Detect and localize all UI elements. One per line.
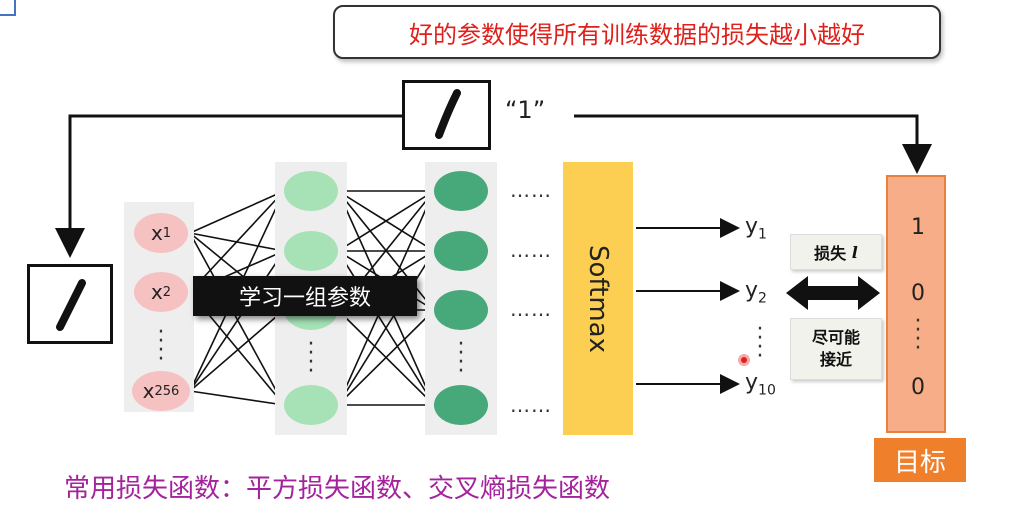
hidden2-node <box>434 171 488 211</box>
arrow-to-target <box>574 114 932 174</box>
softmax-block: Softmax <box>563 162 633 435</box>
closeness-note: 尽可能 接近 <box>790 318 882 380</box>
target-label: 目标 <box>874 438 966 482</box>
output-label: y1 <box>745 214 767 243</box>
input-node-sub: 1 <box>162 225 172 241</box>
hidden2-node <box>434 290 488 330</box>
hidden2-vertical-ellipsis: ···· <box>457 332 465 384</box>
top-note: 好的参数使得所有训练数据的损失越小越好 <box>333 5 941 59</box>
sample-label: “1” <box>505 96 546 124</box>
input-digit-image <box>27 264 113 344</box>
top-digit-image <box>402 80 491 150</box>
hidden1-node <box>284 385 338 425</box>
double-arrow-icon <box>786 276 880 310</box>
input-vertical-ellipsis: ···· <box>157 320 165 372</box>
network-edge <box>189 390 285 406</box>
input-node-base: x <box>142 379 155 403</box>
input-node-sub: 256 <box>154 383 180 399</box>
corner-mark <box>0 0 16 16</box>
loss-symbol: l <box>851 242 858 262</box>
network-edge <box>189 190 285 293</box>
input-node-base: x <box>150 221 163 245</box>
hidden2-node <box>434 385 488 425</box>
footer-text: 常用损失函数：平方损失函数、交叉熵损失函数 <box>64 474 611 504</box>
output-vertical-ellipsis: ···· <box>756 317 764 369</box>
output-label: y10 <box>745 370 776 399</box>
target-vertical-ellipsis: ···· <box>914 309 922 361</box>
network-edge <box>337 190 435 252</box>
layer-ellipsis: …… <box>510 297 552 321</box>
input-node-sub: 2 <box>162 284 172 300</box>
output-label: y2 <box>745 278 767 307</box>
handwritten-one-icon <box>435 89 461 139</box>
top-note-text: 好的参数使得所有训练数据的损失越小越好 <box>409 20 865 49</box>
handwritten-one-icon <box>56 279 86 331</box>
network-edge <box>337 250 435 406</box>
hidden1-vertical-ellipsis: ···· <box>307 332 315 384</box>
hidden1-node <box>284 171 338 211</box>
network-edge <box>337 309 435 406</box>
layer-ellipsis: …… <box>510 393 552 417</box>
hidden1-node <box>284 231 338 271</box>
network-edge <box>189 232 285 406</box>
network-edge <box>189 190 285 234</box>
layer-ellipsis: …… <box>510 238 552 262</box>
param-label: 学习一组参数 <box>193 276 417 316</box>
target-value: 0 <box>911 281 925 306</box>
target-value: 0 <box>911 375 925 400</box>
input-node-base: x <box>150 280 163 304</box>
target-vector: 1 0 ···· 0 <box>886 175 946 433</box>
loss-label: 损失 l <box>790 234 882 270</box>
loss-title: 损失 <box>814 244 847 263</box>
target-value: 1 <box>911 215 925 240</box>
arrow-to-input-digit <box>55 114 402 258</box>
hidden2-node <box>434 231 488 271</box>
softmax-label: Softmax <box>583 244 614 353</box>
network-edge <box>189 309 285 392</box>
network-edge <box>189 250 285 392</box>
layer-ellipsis: …… <box>510 178 552 202</box>
